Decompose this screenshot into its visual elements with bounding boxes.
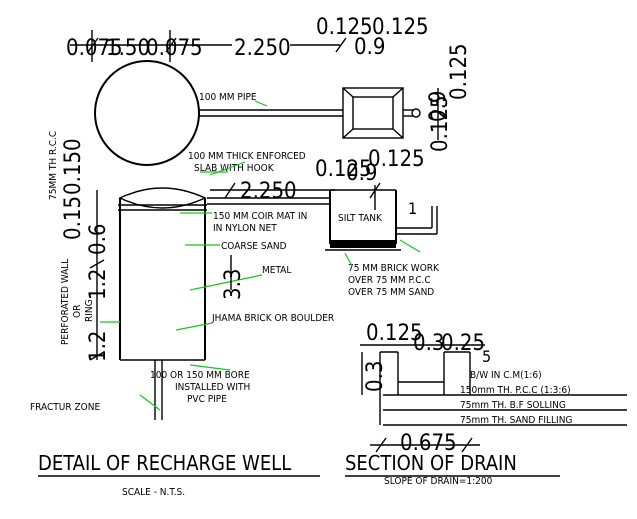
tick-mark xyxy=(375,437,387,453)
well-annotations: 100 MM THICK ENFORCED SLAB WITH HOOK 150… xyxy=(30,151,440,413)
slab-label-2: SLAB WITH HOOK xyxy=(194,163,275,174)
slope-label: SLOPE OF DRAIN=1:200 xyxy=(384,476,493,487)
perforated-label-1: PERFORATED WALL xyxy=(60,259,71,345)
dim-0-125-right-b: 0.125 xyxy=(447,43,472,100)
mid-dimension-string: 2.250 0.125 0.9 0.125 1 xyxy=(210,147,425,218)
jhama-label: JHAMA BRICK OR BOULDER xyxy=(211,313,334,324)
scale-label: SCALE - N.T.S. xyxy=(122,487,185,498)
brick-label-1: 75 MM BRICK WORK xyxy=(348,263,440,274)
fractur-zone-label: FRACTUR ZONE xyxy=(30,402,100,413)
tick-mark xyxy=(89,351,105,361)
dim-2-250-mid: 2.250 xyxy=(240,179,297,204)
dim-0-9-right: 0.9 xyxy=(426,91,451,122)
tick-mark xyxy=(89,259,105,269)
dim-0-6: 0.6 xyxy=(86,224,111,255)
plan-view: 100 MM PIPE xyxy=(94,60,421,166)
leader-line xyxy=(175,322,213,331)
leader-line xyxy=(209,161,246,176)
silt-tank-section: SILT TANK xyxy=(325,189,438,253)
dim-0-075-a: 0.075 xyxy=(66,36,123,61)
tick-mark xyxy=(165,37,177,53)
drain-layer-2: 150mm TH. P.C.C (1:3:6) xyxy=(460,385,571,396)
well-plan-circle xyxy=(94,60,200,166)
metal-label: METAL xyxy=(262,265,291,276)
drain-dim-0-3-vertical: 0.3 xyxy=(363,361,388,392)
brick-label-2: OVER 75 MM P.C.C xyxy=(348,275,431,286)
right-dimension-string: 0.9 0.125 0.125 xyxy=(426,43,472,152)
corner-line xyxy=(342,128,354,139)
title-drain-section: SECTION OF DRAIN xyxy=(345,451,517,475)
leader-line xyxy=(254,100,268,107)
drain-dim-0-3: 0.3 xyxy=(413,331,444,356)
dim-0-125-top-a: 0.125 xyxy=(316,15,373,40)
perforated-label-3: RING xyxy=(84,299,95,322)
drain-dim-5: 5 xyxy=(482,347,491,366)
coarse-sand-label: COARSE SAND xyxy=(221,241,287,252)
leader-line xyxy=(189,364,231,371)
bore-label-2: INSTALLED WITH xyxy=(175,382,250,393)
drain-layer-1: B/W IN C.M(1:6) xyxy=(470,370,542,381)
dim-1-2-b: 1.2 xyxy=(86,331,111,362)
dim-1: 1 xyxy=(408,199,417,218)
bore-label-3: PVC PIPE xyxy=(187,394,227,405)
dim-0-150: 0.150 xyxy=(61,138,86,195)
dim-0-125-right-a: 0.125 xyxy=(428,95,453,152)
top-dimension-string: 0.075 1.50 0.075 2.250 0.125 0.125 0.9 xyxy=(66,15,429,62)
tick-mark xyxy=(224,182,236,199)
dim-0-9-mid: 0.9 xyxy=(346,161,377,186)
drain-dim-0-125: 0.125 xyxy=(366,321,423,346)
dim-1-50: 1.50 xyxy=(106,36,150,61)
outlet-cap xyxy=(411,108,421,118)
slab-dome xyxy=(118,187,207,209)
title-recharge-well: DETAIL OF RECHARGE WELL xyxy=(38,451,291,475)
dim-0-125-mid-a: 0.125 xyxy=(315,157,372,182)
tick-mark xyxy=(461,437,473,453)
drain-dim-0-25: 0.25 xyxy=(441,331,485,356)
leader-line xyxy=(399,239,421,253)
coir-label-2: IN NYLON NET xyxy=(213,223,277,234)
bore-label-1: 100 OR 150 MM BORE xyxy=(150,370,250,381)
left-dimension-string: 0.150 0.6 0.15 1.2 1.2 75MM TH R.C.C PER… xyxy=(48,131,120,362)
drain-dim-0-675: 0.675 xyxy=(400,431,457,456)
dim-2-250-top: 2.250 xyxy=(234,36,291,61)
dim-0-125-top-b: 0.125 xyxy=(372,15,429,40)
silt-tank-outer xyxy=(342,87,404,139)
dim-1-2-a: 1.2 xyxy=(86,269,111,300)
rcc-label: 75MM TH R.C.C xyxy=(48,131,59,200)
leader-line xyxy=(139,394,161,411)
tank-base-hatch xyxy=(330,240,396,248)
leader-line xyxy=(344,252,353,267)
silt-tank-label: SILT TANK xyxy=(338,213,383,224)
pipe-label: 100 MM PIPE xyxy=(199,92,257,103)
tick-mark xyxy=(369,182,381,199)
corner-line xyxy=(392,128,404,139)
drain-layer-3: 75mm TH. B.F SOLLING xyxy=(460,400,566,411)
tick-mark xyxy=(87,37,99,53)
leader-line xyxy=(189,274,263,291)
dim-3-3: 3.3 xyxy=(221,269,246,300)
dim-0-9-top: 0.9 xyxy=(354,35,385,60)
corner-line xyxy=(392,87,404,98)
drain-section: 0.125 0.3 0.25 5 0.3 0.675 B/W IN C.M(1:… xyxy=(360,321,627,456)
tick-mark xyxy=(335,37,347,53)
corner-line xyxy=(342,87,354,98)
coir-label-1: 150 MM COIR MAT IN xyxy=(213,211,307,222)
silt-tank-inner xyxy=(352,96,394,130)
dim-0-125-mid-b: 0.125 xyxy=(368,147,425,172)
perforated-label-2: OR xyxy=(72,305,83,318)
titles: DETAIL OF RECHARGE WELL SCALE - N.T.S. S… xyxy=(38,451,560,498)
brick-label-3: OVER 75 MM SAND xyxy=(348,287,434,298)
dim-0-15: 0.15 xyxy=(61,196,86,240)
drain-layer-4: 75mm TH. SAND FILLING xyxy=(460,415,572,426)
well-section xyxy=(118,187,330,420)
slab-label-1: 100 MM THICK ENFORCED xyxy=(188,151,306,162)
dim-0-075-b: 0.075 xyxy=(146,36,203,61)
